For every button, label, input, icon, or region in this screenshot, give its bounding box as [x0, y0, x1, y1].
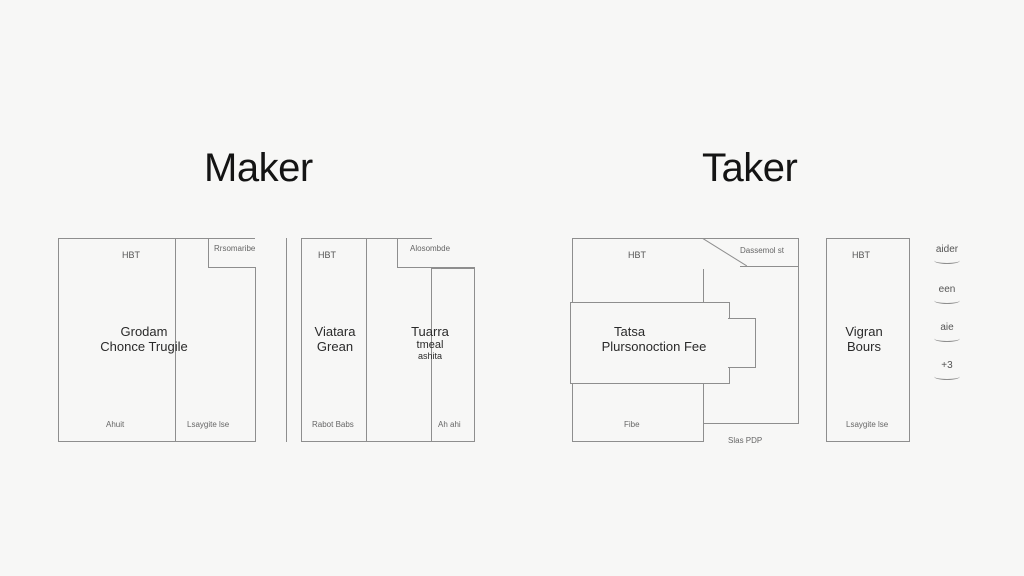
taker-1-corner-cut — [701, 239, 741, 269]
taker-2-bottom-label: Lsaygite lse — [846, 420, 889, 429]
maker-2-panel-right — [431, 268, 475, 442]
maker-1-main-line1: Grodam — [120, 324, 168, 339]
taker-1-tab-label: Dassemol st — [740, 246, 785, 255]
maker-2-notch-horizontal — [397, 267, 475, 269]
side-item-4: +3 — [932, 360, 962, 380]
maker-panel-left — [58, 238, 176, 442]
maker-notch-vertical — [208, 238, 210, 268]
side-item-2: een — [932, 284, 962, 304]
maker-panel-right — [174, 238, 256, 442]
side-item-3: aie — [932, 322, 962, 342]
taker-1-main-line1: Tatsa — [614, 324, 646, 339]
maker-2-right-line1: Tuarra — [411, 324, 449, 339]
maker-2-middle-top-right — [366, 238, 397, 240]
maker-heading: Maker — [204, 146, 313, 190]
taker-1-main-line2: Plursonoction Fee — [601, 339, 707, 354]
taker-2-main-line2: Bours — [847, 339, 881, 354]
maker-2-left-line1: Viatara — [314, 324, 356, 339]
maker-notch-cut — [210, 239, 256, 267]
maker-1-tab-label: Rrsomaribe — [214, 244, 256, 253]
maker-1-main-line2: Chonce Trugile — [100, 339, 188, 354]
maker-1-bottom-left: Ahuit — [106, 420, 125, 429]
side-item-2-arc — [934, 297, 960, 304]
taker-1-fee-bar — [570, 302, 730, 384]
maker-2-bottom-right: Ah ahi — [438, 420, 461, 429]
maker-separator — [286, 238, 288, 442]
side-item-1: aider — [932, 244, 962, 264]
taker-1-right-panel — [703, 238, 799, 424]
taker-1-fee-bar-ext — [728, 318, 756, 368]
taker-heading: Taker — [702, 146, 798, 190]
taker-1-main-label: Tatsa Plursonoction Fee — [584, 324, 724, 354]
side-item-3-label: aie — [940, 322, 954, 333]
maker-2-right-line3: ashita — [417, 351, 443, 361]
maker-2-panel-left — [301, 238, 367, 442]
maker-2-top-label: HBT — [318, 250, 336, 260]
maker-2-panel-middle — [366, 238, 432, 442]
side-item-2-label: een — [938, 284, 956, 295]
maker-2-left-label: Viatara Grean — [306, 324, 364, 354]
taker-1-top-label: HBT — [628, 250, 646, 260]
taker-1-bottom-below: Slas PDP — [728, 436, 763, 445]
maker-notch-horizontal — [208, 267, 256, 269]
maker-2-left-line2: Grean — [316, 339, 354, 354]
maker-2-right-label: Tuarra tmeal ashita — [400, 324, 460, 362]
taker-1-bottom-left: Fibe — [624, 420, 640, 429]
taker-2-panel — [826, 238, 910, 442]
maker-1-main-label: Grodam Chonce Trugile — [84, 324, 204, 354]
side-item-4-arc — [934, 373, 960, 380]
taker-1-top-right — [740, 266, 799, 268]
side-item-4-label: +3 — [941, 360, 953, 371]
side-item-1-label: aider — [935, 244, 959, 255]
maker-2-tab-label: Alosombde — [410, 244, 451, 253]
maker-1-bottom-right: Lsaygite lse — [187, 420, 230, 429]
maker-2-notch-cut — [399, 239, 435, 267]
side-item-3-arc — [934, 335, 960, 342]
maker-notch-gap — [254, 238, 256, 239]
maker-1-top-label: HBT — [122, 250, 140, 260]
maker-2-notch-vertical — [397, 238, 399, 268]
maker-2-bottom-left: Rabot Babs — [312, 420, 354, 429]
taker-2-top-label: HBT — [852, 250, 870, 260]
maker-2-right-line2: tmeal — [416, 339, 444, 351]
taker-2-main-label: Vigran Bours — [834, 324, 894, 354]
taker-2-main-line1: Vigran — [845, 324, 883, 339]
side-item-1-arc — [934, 257, 960, 264]
